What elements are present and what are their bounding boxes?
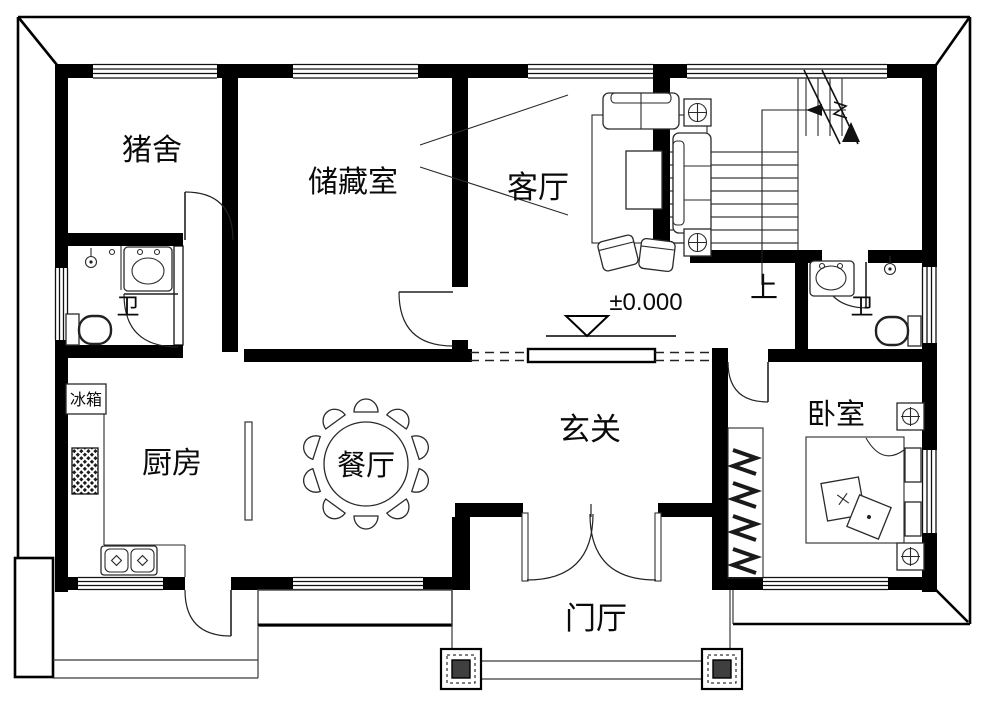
entrance-double-door xyxy=(521,504,662,582)
wall-pigpen-storage xyxy=(222,64,238,352)
eave-outline xyxy=(13,15,972,679)
quilt xyxy=(846,494,892,540)
annotation-label-fridge: 冰箱 xyxy=(70,391,102,409)
eave-corner-diagonal xyxy=(17,17,59,66)
kitchen-fixtures xyxy=(65,383,186,577)
toilet xyxy=(874,315,922,347)
nightstand xyxy=(896,542,925,571)
bath-right-fixtures xyxy=(809,256,922,347)
stair-break-line xyxy=(803,69,860,145)
beam-over-opening xyxy=(526,347,657,364)
door-bath-left xyxy=(123,293,179,348)
window-north-1 xyxy=(93,63,217,79)
coffee-table xyxy=(625,150,663,210)
annotation-label-elevation: ±0.000 xyxy=(609,289,682,316)
stair-upper-flight xyxy=(805,78,843,136)
wall-bedroom-west xyxy=(712,348,728,590)
window-north-2 xyxy=(293,63,418,79)
wall-bedroom-north xyxy=(768,349,937,362)
door-kitchen-dining-leaf xyxy=(244,421,253,521)
walls xyxy=(55,64,937,592)
shower-head-icon xyxy=(883,256,897,276)
pillow xyxy=(904,447,922,483)
window-south-dining xyxy=(293,576,423,591)
porch-and-steps xyxy=(53,589,744,691)
window-south-kitchen xyxy=(78,576,163,591)
wall-bath-left-stub xyxy=(173,245,184,346)
room-label-kitchen: 厨房 xyxy=(142,447,202,480)
leader-line xyxy=(419,166,569,216)
armchair xyxy=(638,237,676,273)
room-label-entry-hall: 门厅 xyxy=(565,601,627,636)
window-south-bedroom xyxy=(763,576,888,591)
sink xyxy=(123,246,173,292)
door-bedroom xyxy=(727,361,769,403)
porch-side-wall xyxy=(13,556,55,679)
room-label-pigpen: 猪舍 xyxy=(122,134,182,167)
toilet xyxy=(65,313,113,346)
sink xyxy=(809,260,855,297)
armchair xyxy=(597,234,639,272)
window-north-3 xyxy=(528,63,653,79)
dining-furniture xyxy=(303,398,429,530)
window-east-bedroom xyxy=(921,450,937,533)
side-table xyxy=(683,228,712,257)
column xyxy=(439,647,483,691)
bath-left-fixtures xyxy=(65,246,173,346)
pillow xyxy=(904,501,922,537)
leader-line xyxy=(419,94,569,146)
eave-corner-diagonal xyxy=(934,17,971,66)
bedroom-furniture xyxy=(726,402,925,579)
window-east-bath xyxy=(921,267,937,343)
eave-corner-diagonal xyxy=(935,589,969,623)
room-label-bedroom: 卧室 xyxy=(807,398,865,431)
refrigerator-box xyxy=(65,383,107,415)
wall-storage-living xyxy=(452,64,468,287)
room-label-living: 客厅 xyxy=(507,170,569,205)
sofa-small xyxy=(602,92,680,130)
living-room-furniture xyxy=(419,92,712,273)
wardrobe xyxy=(726,427,764,579)
window-north-4 xyxy=(687,63,887,79)
hanger-icon xyxy=(726,514,763,542)
stair-direction-line xyxy=(761,101,848,285)
stove xyxy=(71,447,99,495)
platform xyxy=(257,589,453,627)
hanger-icon xyxy=(726,547,763,575)
dining-table xyxy=(323,421,409,507)
shower-head-icon xyxy=(84,248,116,269)
column xyxy=(700,647,744,691)
room-label-bath-left: 卫 xyxy=(117,293,140,319)
stair-arrow-icon xyxy=(806,104,822,116)
room-label-storage: 储藏室 xyxy=(308,166,398,199)
kitchen-sink xyxy=(100,545,158,576)
doors xyxy=(123,191,869,637)
wall-bath-left-south xyxy=(57,345,183,358)
wall-stair-south xyxy=(690,250,822,263)
room-label-dining: 餐厅 xyxy=(337,449,395,482)
sofa-large xyxy=(672,132,712,234)
nightstand xyxy=(896,402,925,431)
room-label-foyer: 玄关 xyxy=(559,412,621,447)
room-label-bath-right: 卫 xyxy=(851,293,874,319)
wall-storage-south xyxy=(244,349,472,362)
door-pigpen xyxy=(184,191,234,241)
windows xyxy=(54,63,937,591)
door-storage xyxy=(398,291,454,347)
hanger-icon xyxy=(726,448,763,476)
annotation-label-stairs-up: 上 xyxy=(750,272,778,303)
hanger-icon xyxy=(726,481,763,509)
dining-chairs xyxy=(303,398,429,530)
wall-pigpen-south xyxy=(57,233,183,246)
wall-bath-right xyxy=(795,250,808,360)
bed-fold xyxy=(865,437,905,457)
opening-dashed-lines xyxy=(470,351,712,362)
side-table xyxy=(683,98,712,127)
bed xyxy=(805,436,905,544)
level-marker xyxy=(546,315,676,338)
door-kitchen-exterior xyxy=(184,589,232,637)
